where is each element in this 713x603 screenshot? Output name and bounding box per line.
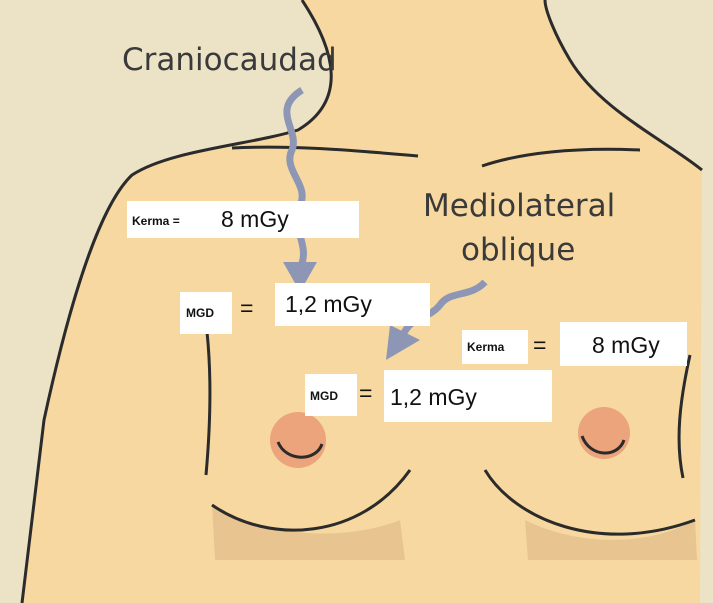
cc-mgd-label: MGD xyxy=(186,306,214,320)
mlo-mgd-label-box: MGD xyxy=(305,374,357,416)
mediolateral-label: Mediolateral xyxy=(423,188,615,224)
mlo-mgd-label: MGD xyxy=(310,389,338,403)
mlo-kerma-label-box: Kerma xyxy=(462,330,528,364)
cc-kerma-value: 8 mGy xyxy=(221,206,289,233)
mlo-kerma-value: 8 mGy xyxy=(592,332,660,359)
right-nipple xyxy=(578,407,630,459)
mlo-mgd-equals: = xyxy=(359,380,372,407)
cc-kerma-label: Kerma = xyxy=(132,214,180,228)
left-nipple xyxy=(270,412,326,468)
mlo-mgd-value: 1,2 mGy xyxy=(390,384,477,411)
mlo-kerma-equals: = xyxy=(533,332,546,359)
cc-mgd-value-box: 1,2 mGy xyxy=(275,283,430,326)
cc-mgd-label-box: MGD xyxy=(180,292,232,334)
cc-mgd-equals: = xyxy=(240,295,253,322)
craniocaudal-label: Craniocaudad xyxy=(122,42,337,78)
cc-mgd-value: 1,2 mGy xyxy=(285,291,372,318)
mlo-mgd-value-box: 1,2 mGy xyxy=(384,370,552,422)
mlo-kerma-label: Kerma xyxy=(467,340,504,354)
oblique-label: oblique xyxy=(461,232,575,268)
cc-kerma-box: Kerma = 8 mGy xyxy=(127,201,359,238)
mlo-kerma-value-box: 8 mGy xyxy=(560,322,687,366)
